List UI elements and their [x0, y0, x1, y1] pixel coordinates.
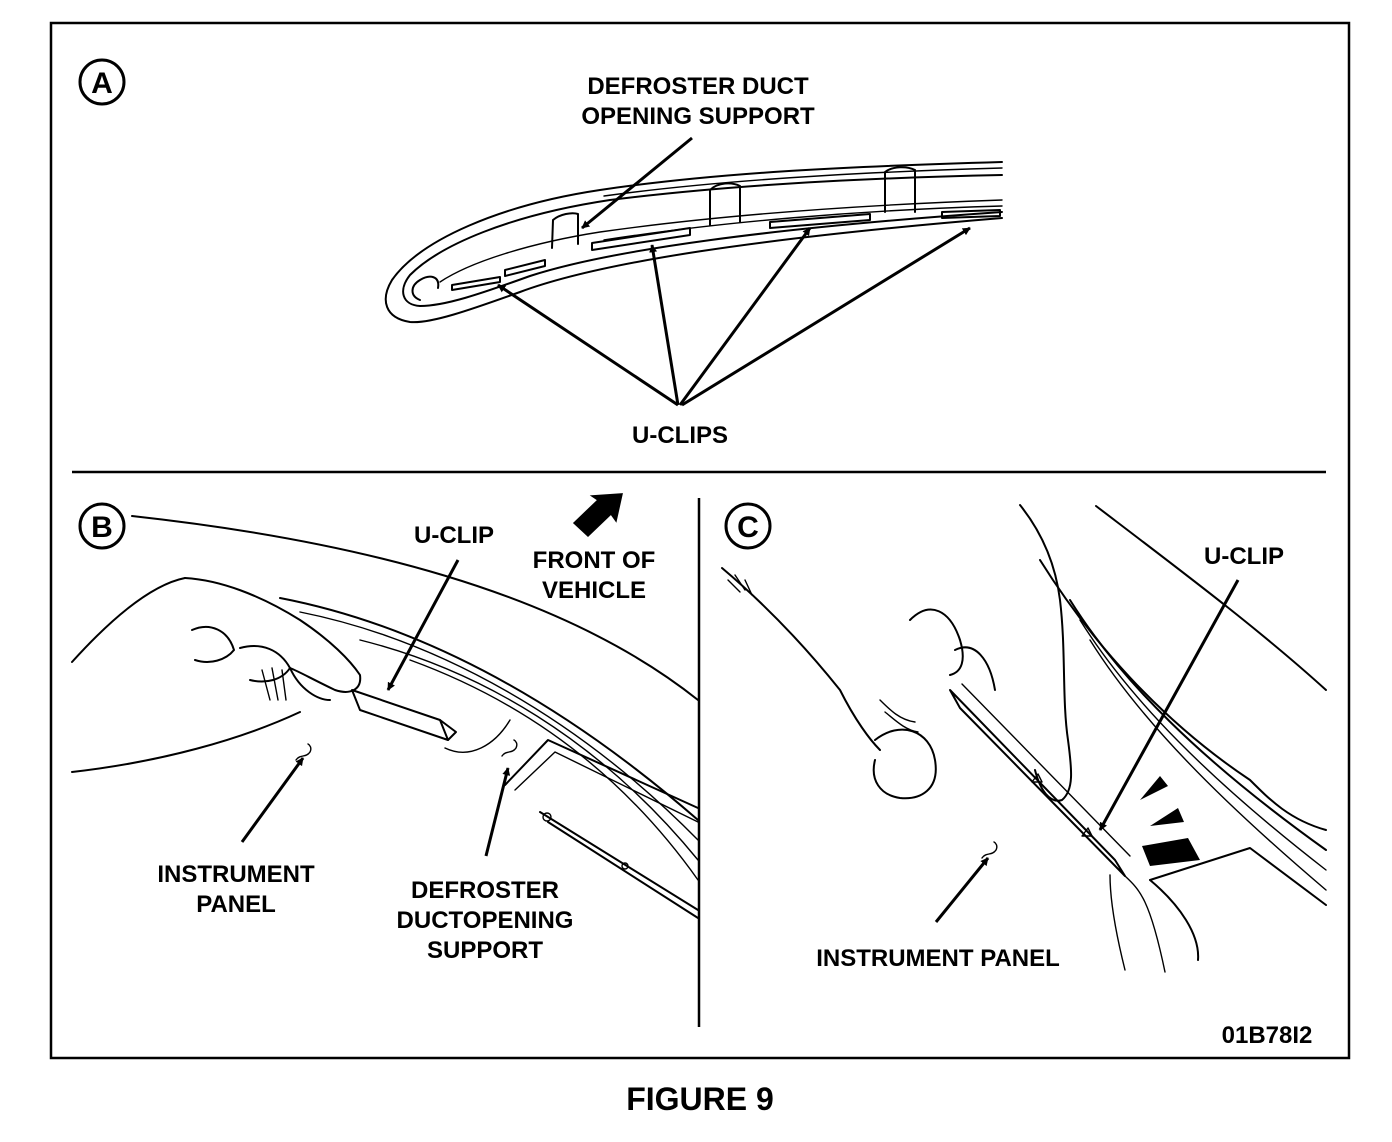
- leader-u-clip-c: [1098, 579, 1240, 831]
- figure-frame: [49, 21, 1351, 1060]
- label-instrument-panel-b-line2: PANEL: [196, 891, 276, 918]
- panel-c-badge: [724, 502, 772, 550]
- label-instrument-panel-b-line1: INSTRUMENT: [157, 861, 315, 888]
- label-defroster-duct-line2: OPENING SUPPORT: [581, 103, 815, 130]
- label-defroster-b-line1: DEFROSTER: [411, 877, 559, 904]
- leader-instrument-panel-b: [240, 757, 305, 843]
- leader-u-clip-4: [681, 226, 971, 407]
- leader-instrument-panel-c: [934, 857, 990, 923]
- leader-defroster-support: [581, 136, 693, 230]
- leader-u-clip-3: [678, 227, 812, 406]
- leader-u-clip-2: [649, 244, 680, 406]
- label-defroster-b-line3: SUPPORT: [427, 937, 543, 964]
- panel-b: B: [71, 493, 699, 964]
- front-arrow-icon: [572, 493, 623, 538]
- panel-b-badge-letter: B: [91, 511, 113, 544]
- defroster-duct-illustration: [384, 161, 1003, 324]
- label-front-of-vehicle-line1: FRONT OF: [533, 547, 656, 574]
- figure-caption: FIGURE 9: [626, 1081, 774, 1117]
- panel-c: C: [721, 502, 1327, 1049]
- label-u-clip-b: U-CLIP: [414, 522, 494, 549]
- panel-a-badge: [78, 58, 126, 106]
- label-instrument-panel-c: INSTRUMENT PANEL: [816, 945, 1060, 972]
- label-defroster-duct-line1: DEFROSTER DUCT: [587, 73, 809, 100]
- label-defroster-b-line2: DUCTOPENING: [397, 907, 574, 934]
- panel-a: A DEFROSTER DUCT OPENING SUPPORT U-CLIPS: [78, 58, 1003, 449]
- label-front-of-vehicle-line2: VEHICLE: [542, 577, 646, 604]
- panel-b-badge: [78, 502, 126, 550]
- leader-u-clip-b: [386, 559, 460, 691]
- panel-a-badge-letter: A: [91, 67, 113, 100]
- leader-defroster-b: [484, 767, 511, 857]
- leader-u-clip-1: [497, 283, 679, 407]
- panel-c-badge-letter: C: [737, 511, 759, 544]
- label-u-clip-c: U-CLIP: [1204, 543, 1284, 570]
- figure-code: 01B78I2: [1222, 1022, 1313, 1049]
- label-u-clips: U-CLIPS: [632, 422, 728, 449]
- instrument-panel-illustration-b: [71, 515, 699, 919]
- instrument-panel-illustration-c: [721, 504, 1327, 973]
